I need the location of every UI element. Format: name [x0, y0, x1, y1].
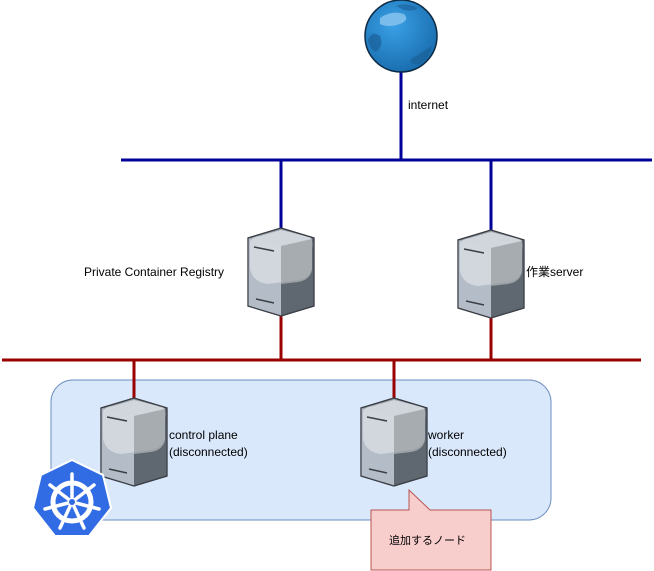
control-plane-label-line2: (disconnected)	[169, 445, 248, 459]
control-plane-label: control plane (disconnected)	[169, 427, 248, 461]
worker-label-line2: (disconnected)	[428, 445, 507, 459]
work-server-icon	[457, 229, 525, 319]
worker-server-icon	[360, 397, 428, 487]
registry-label: Private Container Registry	[84, 265, 225, 279]
control-plane-server-icon	[100, 397, 168, 487]
control-plane-label-line1: control plane	[169, 428, 238, 442]
registry-server-icon	[247, 227, 315, 317]
kubernetes-logo-icon	[31, 458, 113, 537]
worker-label-line1: worker	[428, 428, 465, 442]
internet-label: internet	[408, 98, 449, 112]
callout-text: 追加するノード	[389, 535, 466, 547]
worker-label: worker (disconnected)	[428, 427, 507, 461]
work-server-label: 作業server	[526, 265, 584, 279]
callout-shape	[370, 488, 492, 571]
globe-icon	[364, 0, 438, 73]
